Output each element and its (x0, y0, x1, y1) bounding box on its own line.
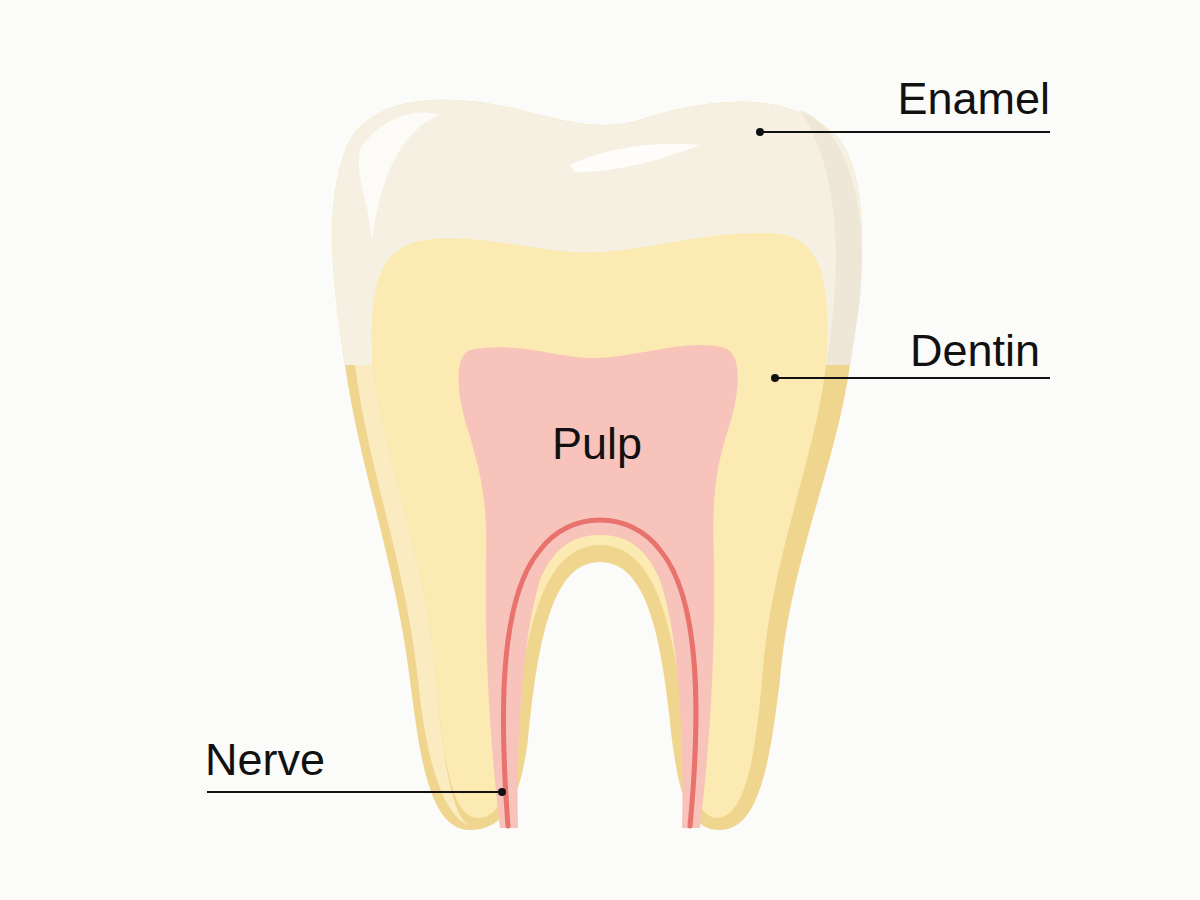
leader-line (775, 377, 1050, 379)
nerve-line (503, 520, 696, 826)
leader-dot (771, 374, 779, 382)
enamel-highlight (359, 113, 440, 240)
part-name: Enamel (897, 76, 1050, 121)
leader-line (207, 791, 502, 793)
root-highlight (355, 365, 470, 826)
part-name-inline: Pulp (552, 421, 642, 466)
leader-line (760, 131, 1050, 133)
leader-dot (498, 788, 506, 796)
pulp-chamber (458, 345, 737, 828)
enamel-highlight (570, 144, 700, 172)
tooth-outline (332, 100, 862, 830)
leader-dot (756, 128, 764, 136)
part-name: Nerve (205, 737, 325, 782)
part-name: Dentin (910, 328, 1040, 373)
